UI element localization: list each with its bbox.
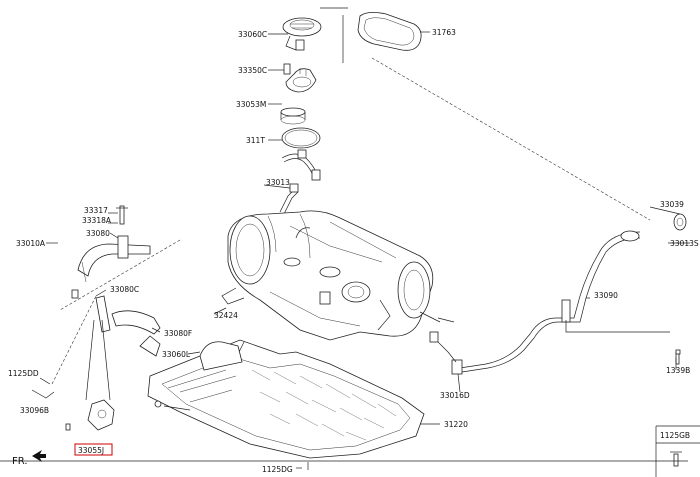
label-311t: 311T	[246, 136, 265, 145]
fuel-tank-body	[221, 210, 441, 341]
tank-under-cover	[147, 339, 425, 470]
label-front: FR.	[12, 456, 28, 467]
label-33317: 33317	[84, 206, 108, 215]
vent-hose	[279, 149, 321, 215]
label-33010a: 33010A	[16, 239, 46, 248]
label-32424: 32424	[214, 311, 238, 320]
label-33039: 33039	[660, 200, 684, 209]
label-1339b: 1339B	[666, 366, 690, 375]
filler-pipe	[429, 213, 687, 375]
sender-bracket	[283, 63, 317, 93]
label-33053m: 33053M	[236, 100, 266, 109]
tank-strap-left	[71, 205, 161, 357]
part-labels: 33060C 31763 33350C 33053M 311T 33013 33…	[8, 28, 699, 474]
fuel-pump-cap	[282, 17, 322, 51]
label-33090: 33090	[594, 291, 618, 300]
label-33080c: 33080C	[110, 285, 139, 294]
highlight-box	[74, 443, 113, 456]
label-1125gb: 1125GB	[660, 431, 690, 440]
label-33055j: 33055J	[78, 446, 104, 455]
label-33013s: 33013S	[670, 239, 699, 248]
gasket-plate	[357, 12, 422, 51]
label-33060l: 33060L	[162, 350, 191, 359]
label-33350c: 33350C	[238, 66, 267, 75]
label-33318a: 33318A	[82, 216, 112, 225]
sensor-bracket-lower	[31, 319, 115, 431]
label-33080f: 33080F	[164, 329, 192, 338]
label-33060c: 33060C	[238, 30, 267, 39]
label-33096b: 33096B	[20, 406, 49, 415]
label-33016d: 33016D	[440, 391, 470, 400]
label-1125dg: 1125DG	[262, 465, 293, 474]
o-ring	[281, 127, 321, 149]
label-33080: 33080	[86, 229, 110, 238]
label-31220: 31220	[444, 420, 468, 429]
label-31763: 31763	[432, 28, 456, 37]
label-1125dd: 1125DD	[8, 369, 39, 378]
label-33013: 33013	[266, 178, 290, 187]
leader-lines	[39, 31, 690, 469]
lock-ring	[280, 107, 306, 125]
front-arrow-icon	[32, 450, 46, 462]
